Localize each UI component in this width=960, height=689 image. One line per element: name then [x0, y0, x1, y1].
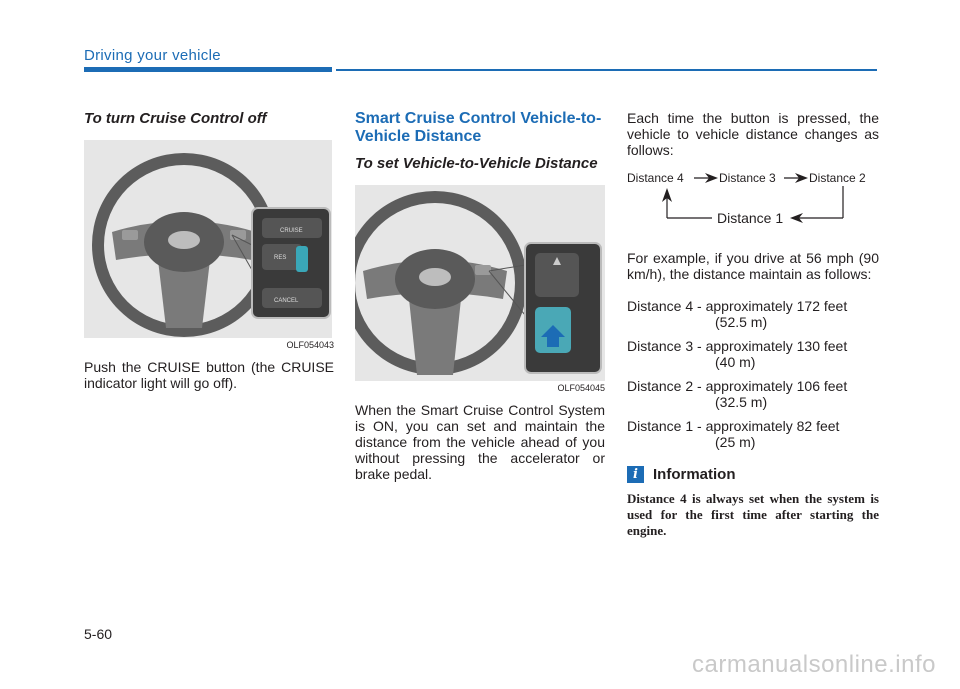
distance-3-text: Distance 3 - approximately 130 feet	[627, 338, 848, 354]
arrow-up-icon	[662, 188, 672, 202]
distance-4-text: Distance 4 - approximately 172 feet	[627, 298, 848, 314]
distance-cycle-diagram: Distance 4 Distance 3 Distance 2 Distanc…	[627, 170, 879, 240]
distance-cycle-arrows	[662, 173, 844, 223]
res-label: RES	[274, 255, 286, 261]
information-header: i Information	[627, 466, 879, 483]
arrow-left-icon	[790, 213, 803, 223]
distance-example: For example, if you drive at 56 mph (90 …	[627, 250, 879, 282]
distance-2-row: Distance 2 - approximately 106 feet (32.…	[627, 378, 879, 410]
distance-4-label: Distance 4	[627, 171, 684, 185]
steering-wheel-illustration: CRUISE RES CANCEL	[84, 140, 332, 338]
cancel-label: CANCEL	[274, 298, 299, 304]
distance-3-label: Distance 3	[719, 171, 776, 185]
distance-4-row: Distance 4 - approximately 172 feet (52.…	[627, 298, 879, 330]
steering-wheel-figure-1: CRUISE RES CANCEL	[84, 140, 332, 338]
distance-1-text: Distance 1 - approximately 82 feet	[627, 418, 840, 434]
column-distance-values: Each time the button is pressed, the veh…	[627, 110, 879, 539]
section-title: Driving your vehicle	[84, 47, 221, 64]
column-cruise-off: To turn Cruise Control off CRUISE RES CA…	[84, 110, 334, 391]
column-distance-setting: Smart Cruise Control Vehicle-to-Vehicle …	[355, 110, 605, 482]
arrow-right-icon	[705, 173, 718, 183]
cruise-off-heading: To turn Cruise Control off	[84, 110, 267, 127]
distance-3-metric: (40 m)	[715, 354, 756, 370]
page-number: 5-60	[84, 626, 113, 642]
distance-1-label: Distance 1	[717, 210, 784, 226]
distance-4-metric: (52.5 m)	[715, 314, 768, 330]
arrow-right-icon	[795, 173, 808, 183]
distance-2-text: Distance 2 - approximately 106 feet	[627, 378, 848, 394]
information-text: Distance 4 is always set when the system…	[627, 491, 879, 538]
distance-body: When the Smart Cruise Control System is …	[355, 402, 605, 482]
cruise-label: CRUISE	[280, 228, 303, 234]
steering-wheel-figure-2	[355, 185, 605, 381]
header-rule-thin	[336, 69, 877, 71]
figure-code-2: OLF054045	[557, 383, 605, 393]
distance-1-metric: (25 m)	[715, 434, 756, 450]
distance-2-metric: (32.5 m)	[715, 394, 768, 410]
distance-heading: Smart Cruise Control Vehicle-to-Vehicle …	[355, 110, 602, 145]
cruise-off-body: Push the CRUISE button (the CRUISE indic…	[84, 359, 334, 391]
header-rule-thick	[84, 67, 332, 72]
information-title: Information	[653, 466, 736, 483]
watermark: carmanualsonline.info	[692, 651, 936, 678]
distance-2-label: Distance 2	[809, 171, 866, 185]
steering-wheel-illustration-2	[355, 185, 605, 381]
distance-1-row: Distance 1 - approximately 82 feet (25 m…	[627, 418, 879, 450]
distance-3-row: Distance 3 - approximately 130 feet (40 …	[627, 338, 879, 370]
distance-subheading: To set Vehicle-to-Vehicle Distance	[355, 155, 598, 172]
figure-code-1: OLF054043	[286, 340, 334, 350]
distance-intro: Each time the button is pressed, the veh…	[627, 110, 879, 158]
info-icon: i	[627, 466, 644, 483]
